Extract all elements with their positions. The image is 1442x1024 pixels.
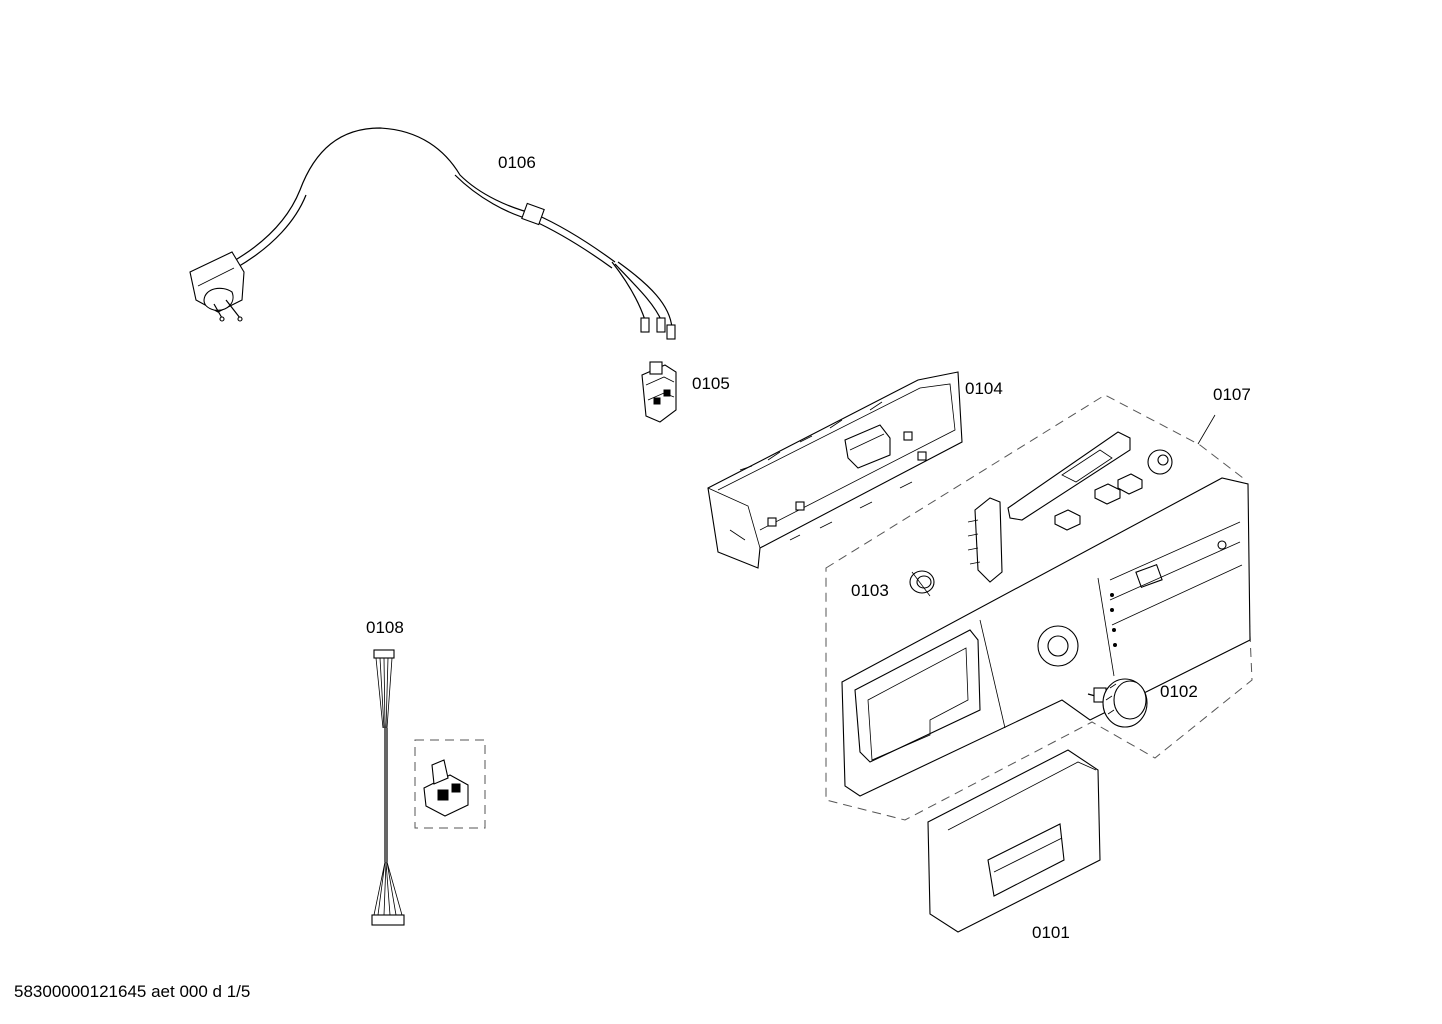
wiring-harness-0108: [371, 649, 486, 926]
fascia-group-0107: [825, 394, 1253, 821]
callout-0105: 0105: [692, 374, 730, 393]
power-cord-0106: [189, 127, 676, 340]
callout-0106: 0106: [498, 153, 536, 172]
callout-0102: 0102: [1160, 682, 1198, 701]
callout-0108: 0108: [366, 618, 404, 637]
callout-0104: 0104: [965, 379, 1003, 398]
button-0103: [909, 570, 935, 597]
callout-0107: 0107: [1213, 385, 1251, 404]
callout-0101: 0101: [1032, 923, 1070, 942]
document-reference: 58300000121645 aet 000 d 1/5: [14, 982, 251, 1001]
rotary-knob-0102: [1087, 678, 1148, 728]
dispenser-handle-0101: [927, 749, 1101, 933]
filter-0105: [641, 361, 677, 423]
control-module-0104: [707, 371, 963, 569]
callout-0103: 0103: [851, 581, 889, 600]
